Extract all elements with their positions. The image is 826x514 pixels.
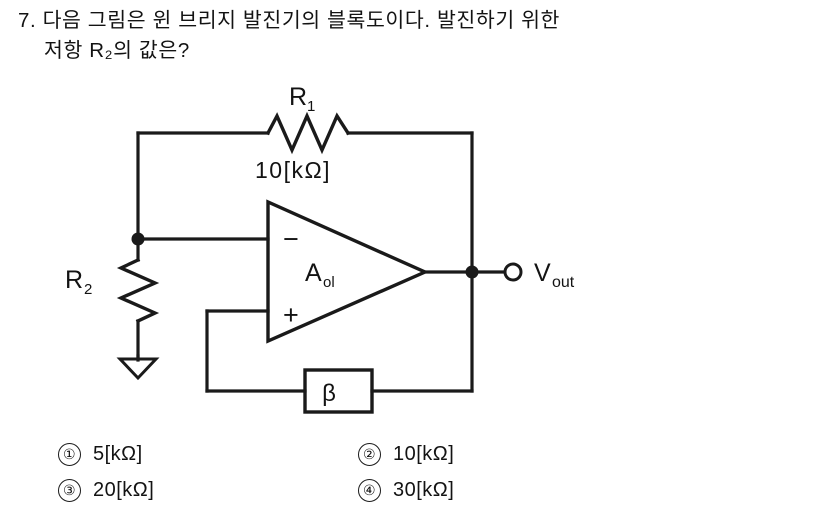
opamp-triangle	[266, 199, 430, 344]
junction-dot-inverting	[131, 232, 145, 246]
choice-marker-1: ①	[58, 442, 81, 466]
choice-text-1: 5[kΩ]	[93, 442, 143, 465]
choice-marker-3: ③	[58, 478, 81, 502]
label-r1-value: 10[kΩ]	[255, 157, 331, 183]
label-r2: R	[65, 266, 83, 294]
ground-symbol	[116, 357, 160, 381]
question-line-1: 7. 다음 그림은 윈 브리지 발진기의 블록도이다. 발진하기 위한	[18, 9, 560, 32]
choice-text-2: 10[kΩ]	[393, 442, 455, 465]
choice-option-1[interactable]: ① 5[kΩ]	[58, 442, 358, 466]
label-vout-subscript: out	[552, 274, 575, 291]
vout-terminal-circle	[503, 262, 523, 282]
label-vout: V	[534, 259, 551, 287]
label-r1: R	[289, 83, 307, 111]
label-opamp-gain-subscript: ol	[323, 274, 335, 291]
resistor-r2-zigzag	[116, 257, 160, 324]
choice-text-4: 30[kΩ]	[393, 478, 455, 501]
question-block: 7. 다음 그림은 윈 브리지 발진기의 블록도이다. 발진하기 위한 저항 R…	[18, 6, 808, 66]
choice-row-2: ③ 20[kΩ] ④ 30[kΩ]	[58, 472, 678, 508]
label-opamp-gain: A	[305, 259, 322, 287]
resistor-r1-zigzag	[265, 111, 351, 155]
circuit-figure: R 1 10[kΩ] R 2 − + A ol β V out	[0, 78, 826, 428]
choice-option-2[interactable]: ② 10[kΩ]	[358, 442, 658, 466]
choice-marker-2: ②	[358, 442, 381, 466]
choice-option-3[interactable]: ③ 20[kΩ]	[58, 478, 358, 502]
label-opamp-minus: −	[283, 224, 299, 254]
label-opamp-plus: +	[283, 300, 299, 330]
junction-dot-output	[465, 265, 479, 279]
choice-marker-4: ④	[358, 478, 381, 502]
label-r2-subscript: 2	[84, 281, 92, 298]
beta-block-rect	[303, 368, 374, 414]
choice-text-3: 20[kΩ]	[93, 478, 155, 501]
choice-option-4[interactable]: ④ 30[kΩ]	[358, 478, 658, 502]
label-beta: β	[322, 380, 336, 407]
label-r1-subscript: 1	[307, 98, 315, 115]
choice-row-1: ① 5[kΩ] ② 10[kΩ]	[58, 436, 678, 472]
question-line-2: 저항 R₂의 값은?	[44, 39, 190, 62]
answer-choices: ① 5[kΩ] ② 10[kΩ] ③ 20[kΩ] ④ 30[kΩ]	[58, 436, 678, 508]
